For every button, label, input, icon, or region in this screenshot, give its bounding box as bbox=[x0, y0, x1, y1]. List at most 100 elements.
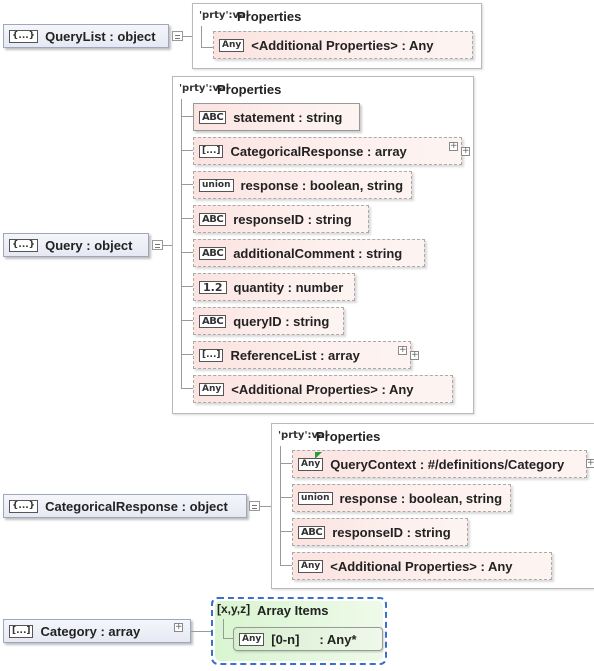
property-querycontext[interactable]: Any QueryContext : #/definitions/Categor… bbox=[292, 450, 587, 478]
expand-icon[interactable]: + bbox=[174, 622, 183, 632]
string-type-icon: ABC bbox=[199, 212, 227, 226]
expand-icon[interactable]: + bbox=[586, 458, 594, 468]
properties-heading: Properties bbox=[217, 82, 282, 97]
property-response[interactable]: union response : boolean, string bbox=[292, 484, 511, 512]
any-type-icon: Any bbox=[298, 559, 324, 573]
definition-label: CategoricalResponse : object bbox=[45, 498, 228, 514]
tree-branch bbox=[280, 565, 292, 566]
properties-panel-categoricalresponse: 'prty':val Properties Any QueryContext :… bbox=[271, 423, 594, 589]
string-type-icon: ABC bbox=[298, 525, 326, 539]
object-icon: {...} bbox=[9, 238, 39, 252]
property-label: response : boolean, string bbox=[240, 177, 404, 193]
definition-label: Query : object bbox=[45, 237, 133, 253]
property-label: statement : string bbox=[233, 109, 343, 125]
properties-heading: Properties bbox=[237, 9, 302, 24]
connector-line bbox=[260, 506, 271, 507]
tree-branch bbox=[181, 150, 193, 151]
tree-branch bbox=[223, 638, 233, 639]
object-icon: {...} bbox=[9, 29, 39, 43]
connector-line bbox=[163, 245, 172, 246]
tree-line bbox=[280, 446, 281, 566]
property-label: <Additional Properties> : Any bbox=[251, 37, 434, 53]
prty-label: 'prty':val bbox=[179, 83, 230, 94]
property-response[interactable]: union response : boolean, string bbox=[193, 171, 412, 199]
number-type-icon: 1.2 bbox=[199, 280, 227, 294]
property-label: queryID : string bbox=[233, 313, 330, 329]
tree-branch bbox=[181, 320, 193, 321]
tree-branch bbox=[280, 497, 292, 498]
string-type-icon: ABC bbox=[199, 314, 227, 328]
property-additional-properties[interactable]: Any <Additional Properties> : Any bbox=[292, 552, 552, 580]
tree-branch bbox=[181, 354, 193, 355]
property-label: additionalComment : string bbox=[233, 245, 403, 261]
string-type-icon: ABC bbox=[199, 246, 227, 260]
expand-icon[interactable]: + bbox=[461, 146, 470, 156]
property-queryid[interactable]: ABC queryID : string bbox=[193, 307, 344, 335]
sequence-connector-icon bbox=[249, 501, 260, 511]
property-label: <Additional Properties> : Any bbox=[330, 558, 513, 574]
object-icon: {...} bbox=[9, 499, 39, 513]
tree-branch bbox=[181, 252, 193, 253]
array-item-range: [0-n] bbox=[271, 631, 300, 647]
property-label: responseID : string bbox=[332, 524, 451, 540]
property-additional-properties[interactable]: Any <Additional Properties> : Any bbox=[213, 31, 473, 59]
sequence-connector-icon bbox=[172, 31, 183, 41]
string-type-icon: ABC bbox=[199, 110, 227, 124]
definition-query[interactable]: {...} Query : object bbox=[3, 233, 149, 257]
tree-branch bbox=[280, 463, 292, 464]
tree-branch bbox=[181, 184, 193, 185]
property-label: <Additional Properties> : Any bbox=[231, 381, 414, 397]
definition-category[interactable]: [...] Category : array bbox=[3, 619, 191, 643]
property-referencelist[interactable]: [...] ReferenceList : array bbox=[193, 341, 411, 369]
array-item-type: : Any* bbox=[319, 631, 357, 647]
property-label: responseID : string bbox=[233, 211, 352, 227]
any-type-icon: Any bbox=[199, 382, 225, 396]
array-items-heading: Array Items bbox=[257, 603, 329, 618]
definition-querylist[interactable]: {...} QueryList : object bbox=[3, 24, 169, 48]
any-type-icon: Any bbox=[298, 457, 324, 471]
object-icon: [...] bbox=[9, 624, 34, 638]
property-label: response : boolean, string bbox=[339, 490, 503, 506]
definition-label: QueryList : object bbox=[45, 28, 156, 44]
sequence-connector-icon bbox=[152, 240, 163, 250]
property-statement[interactable]: ABC statement : string bbox=[193, 103, 360, 131]
connector-line bbox=[183, 36, 192, 37]
property-additionalcomment[interactable]: ABC additionalComment : string bbox=[193, 239, 425, 267]
definition-categoricalresponse[interactable]: {...} CategoricalResponse : object bbox=[3, 494, 247, 518]
prty-label: 'prty':val bbox=[199, 10, 250, 21]
connector-line bbox=[191, 631, 211, 632]
tree-line bbox=[223, 619, 224, 639]
property-label: quantity : number bbox=[233, 279, 344, 295]
properties-panel-querylist: 'prty':val Properties Any <Additional Pr… bbox=[192, 3, 482, 69]
expand-icon[interactable]: + bbox=[410, 350, 419, 360]
array-type-icon: [...] bbox=[199, 348, 224, 362]
tree-branch bbox=[181, 116, 193, 117]
properties-panel-query: 'prty':val Properties ABC statement : st… bbox=[172, 76, 474, 414]
tree-branch bbox=[280, 531, 292, 532]
array-items-icon: [x,y,z] bbox=[217, 602, 251, 616]
tree-branch bbox=[181, 286, 193, 287]
property-label: QueryContext : #/definitions/Category bbox=[330, 456, 565, 472]
property-responseid[interactable]: ABC responseID : string bbox=[292, 518, 468, 546]
properties-heading: Properties bbox=[316, 429, 381, 444]
property-quantity[interactable]: 1.2 quantity : number bbox=[193, 273, 355, 301]
property-responseid[interactable]: ABC responseID : string bbox=[193, 205, 369, 233]
property-label: CategoricalResponse : array bbox=[230, 143, 407, 159]
expand-icon[interactable]: + bbox=[398, 345, 407, 355]
tree-branch bbox=[201, 47, 213, 48]
tree-branch bbox=[181, 388, 193, 389]
property-additional-properties[interactable]: Any <Additional Properties> : Any bbox=[193, 375, 453, 403]
union-type-icon: union bbox=[199, 178, 234, 192]
tree-line bbox=[181, 99, 182, 389]
prty-label: 'prty':val bbox=[278, 430, 329, 441]
array-type-icon: [...] bbox=[199, 144, 224, 158]
property-categoricalresponse[interactable]: [...] CategoricalResponse : array bbox=[193, 137, 462, 165]
any-type-icon: Any bbox=[239, 632, 265, 646]
array-items-container: [x,y,z] Array Items Any [0-n] : Any* bbox=[211, 597, 387, 665]
definition-label: Category : array bbox=[40, 623, 141, 639]
array-item-any[interactable]: Any [0-n] : Any* bbox=[233, 627, 383, 651]
expand-icon[interactable]: + bbox=[449, 141, 458, 151]
any-type-icon: Any bbox=[219, 38, 245, 52]
union-type-icon: union bbox=[298, 491, 333, 505]
tree-line bbox=[201, 26, 202, 48]
